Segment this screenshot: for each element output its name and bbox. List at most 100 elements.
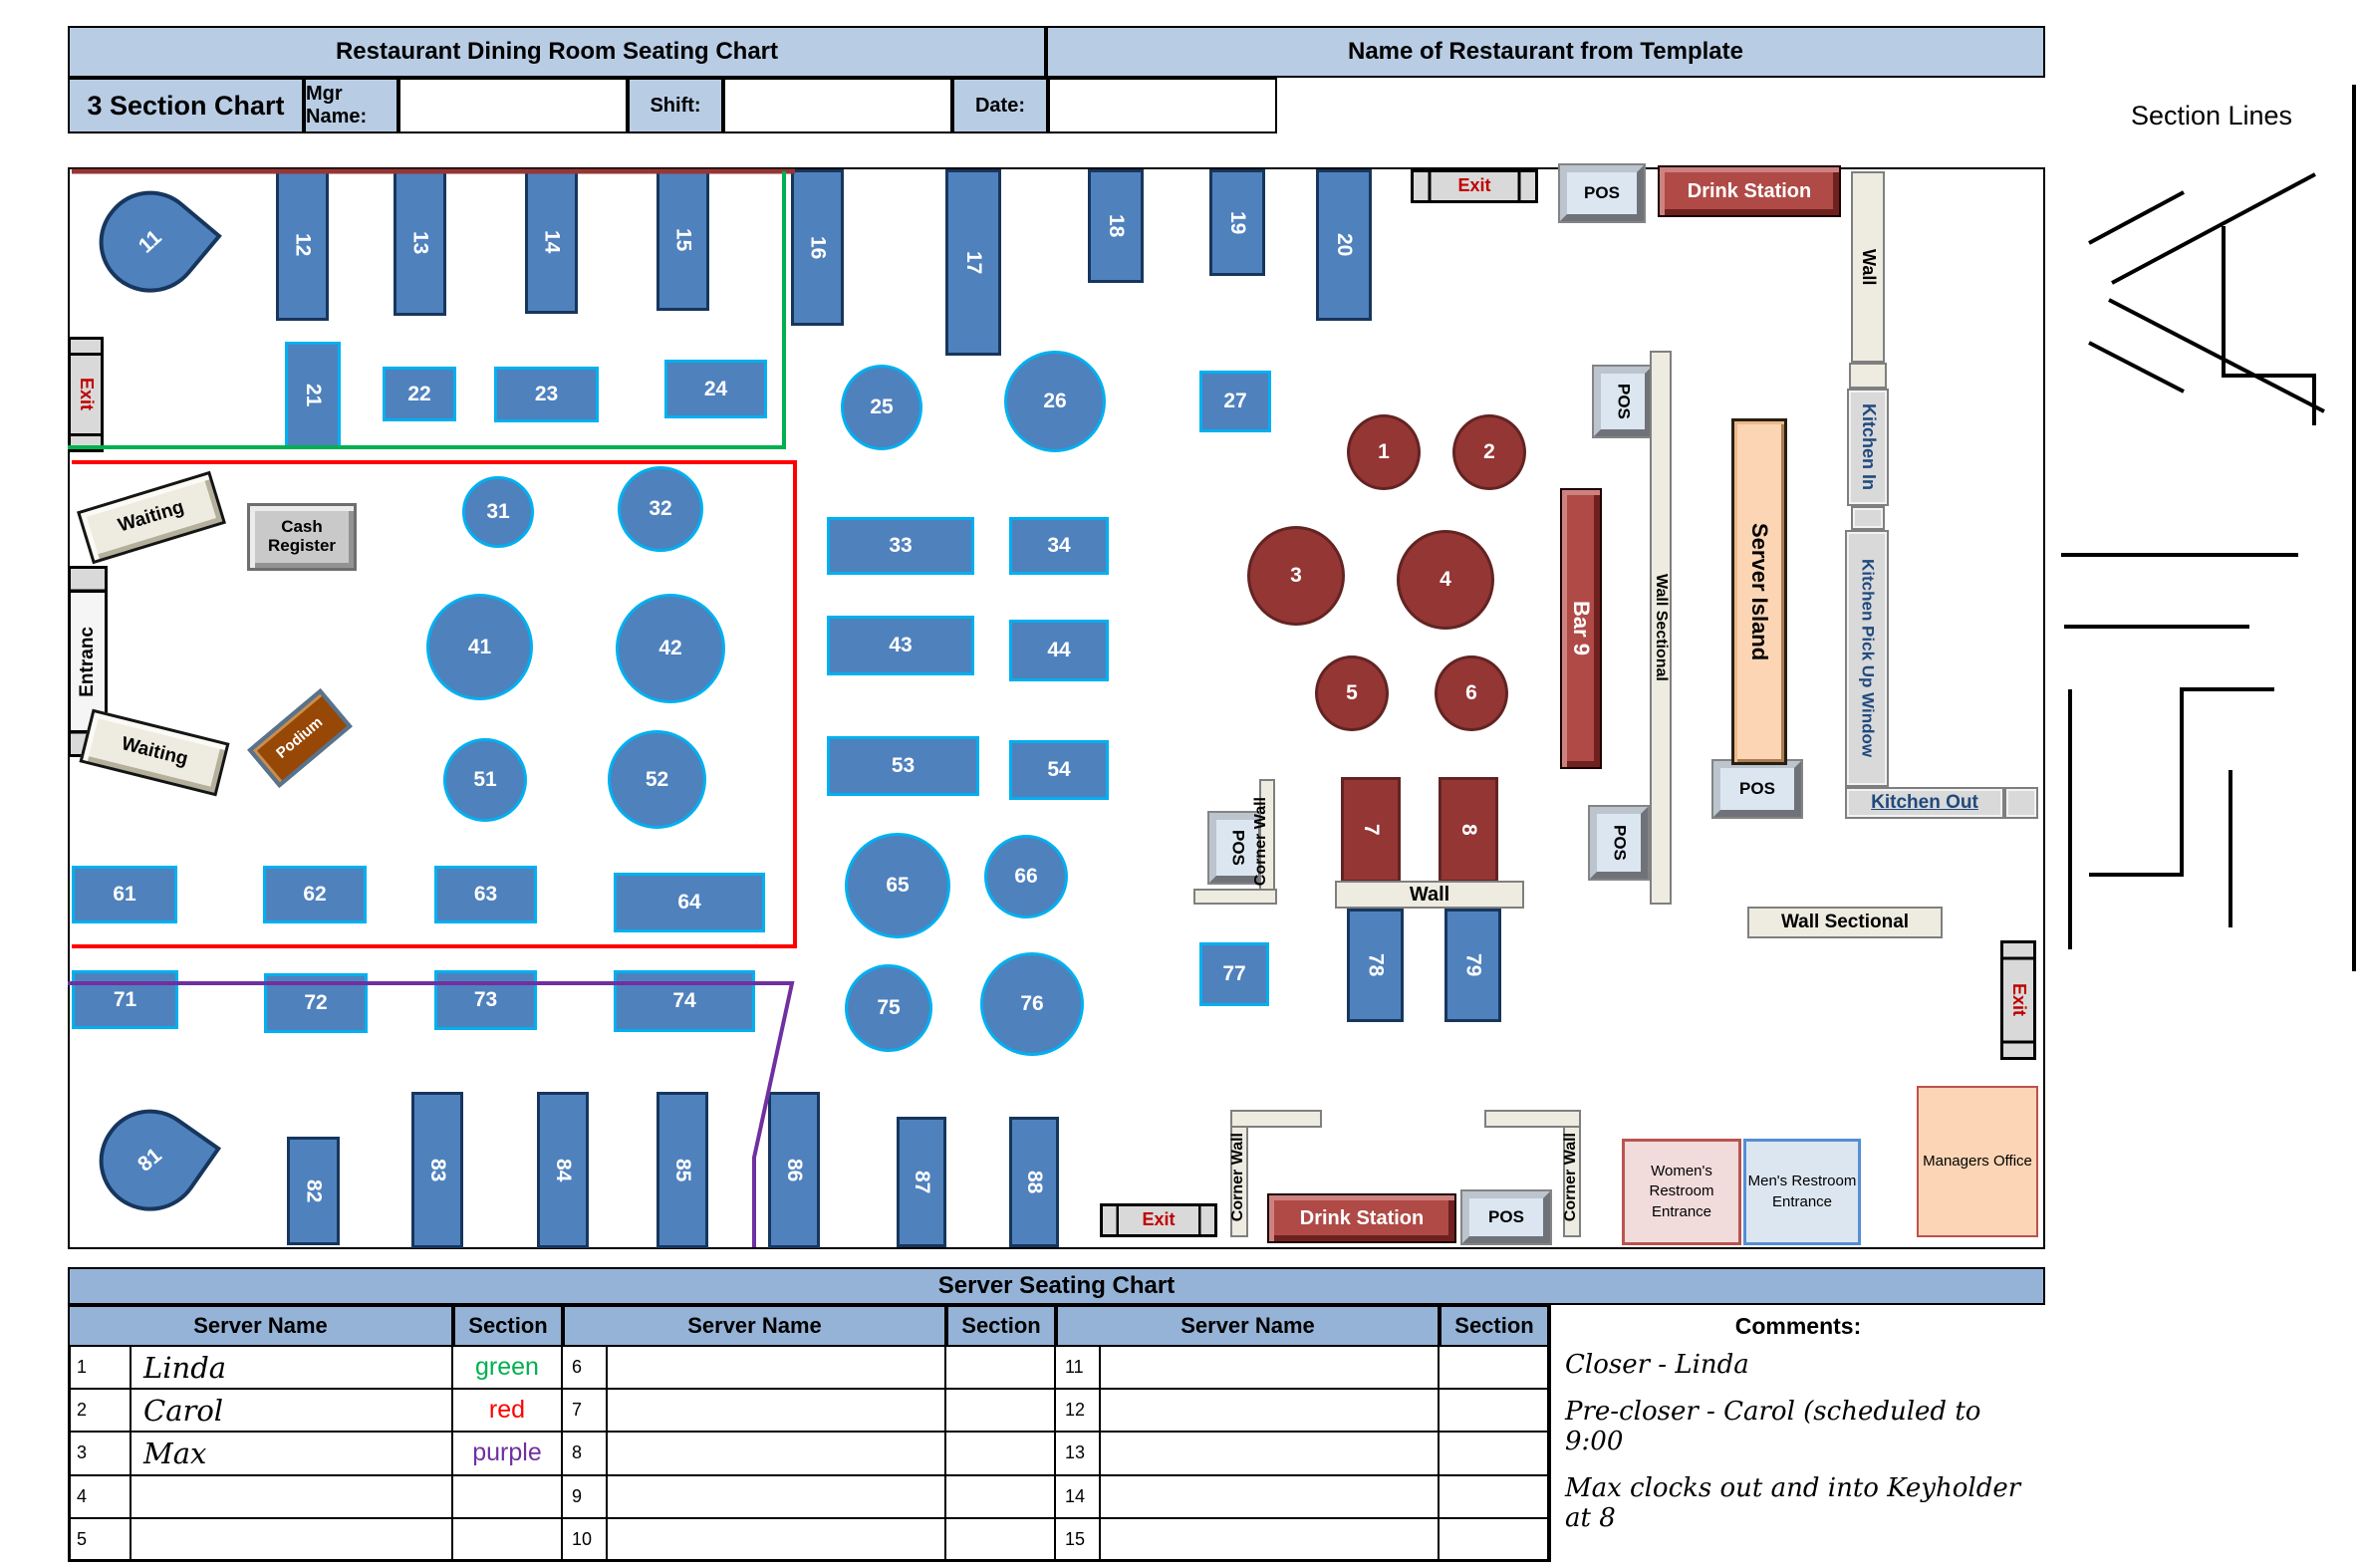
server-name-cell[interactable] xyxy=(1101,1475,1440,1517)
table-43[interactable]: 43 xyxy=(827,616,974,675)
server-name-cell[interactable]: Linda xyxy=(131,1347,453,1389)
section-cell[interactable] xyxy=(1440,1433,1549,1474)
table-18[interactable]: 18 xyxy=(1088,169,1144,283)
table-63[interactable]: 63 xyxy=(434,866,537,923)
exit-sign-top[interactable]: Exit xyxy=(1411,169,1538,203)
table-78[interactable]: 78 xyxy=(1347,909,1404,1022)
table-41[interactable]: 41 xyxy=(426,594,533,700)
section-cell[interactable] xyxy=(1440,1518,1549,1560)
drink-station-top[interactable]: Drink Station xyxy=(1658,165,1841,217)
pos-station-top[interactable]: POS xyxy=(1558,163,1646,223)
table-66[interactable]: 66 xyxy=(984,835,1068,918)
table-77[interactable]: 77 xyxy=(1199,942,1269,1006)
table-17[interactable]: 17 xyxy=(945,169,1001,356)
mens-restroom-entrance[interactable]: Men's Restroom Entrance xyxy=(1743,1139,1861,1245)
section-cell[interactable] xyxy=(1440,1390,1549,1432)
exit-sign-bottom[interactable]: Exit xyxy=(1100,1203,1217,1237)
section-cell[interactable] xyxy=(453,1475,563,1517)
table-24[interactable]: 24 xyxy=(664,360,767,418)
table-61[interactable]: 61 xyxy=(72,866,177,923)
table-86[interactable]: 86 xyxy=(768,1092,820,1248)
section-cell[interactable]: red xyxy=(453,1390,563,1432)
section-cell[interactable] xyxy=(946,1475,1056,1517)
table-13[interactable]: 13 xyxy=(393,169,446,316)
table-26[interactable]: 26 xyxy=(1004,351,1106,452)
table-8[interactable]: 8 xyxy=(1439,777,1498,883)
exit-sign-right[interactable]: Exit xyxy=(2000,940,2036,1060)
pos-station-upper-right[interactable]: POS xyxy=(1592,365,1654,438)
womens-restroom-entrance[interactable]: Women's Restroom Entrance xyxy=(1622,1139,1741,1245)
table-64[interactable]: 64 xyxy=(614,873,765,932)
server-name-cell[interactable] xyxy=(1101,1433,1440,1474)
table-82[interactable]: 82 xyxy=(287,1137,340,1245)
table-75[interactable]: 75 xyxy=(845,964,932,1052)
table-14[interactable]: 14 xyxy=(525,169,578,314)
section-cell[interactable] xyxy=(1440,1475,1549,1517)
table-5[interactable]: 5 xyxy=(1315,655,1389,731)
table-83[interactable]: 83 xyxy=(411,1092,463,1248)
table-15[interactable]: 15 xyxy=(656,169,709,311)
shift-input[interactable] xyxy=(723,78,952,133)
table-16[interactable]: 16 xyxy=(791,169,844,326)
mgr-name-input[interactable] xyxy=(398,78,628,133)
table-1[interactable]: 1 xyxy=(1347,414,1421,490)
table-51[interactable]: 51 xyxy=(443,738,527,822)
table-2[interactable]: 2 xyxy=(1452,414,1526,490)
table-27[interactable]: 27 xyxy=(1199,371,1271,432)
table-33[interactable]: 33 xyxy=(827,517,974,575)
exit-sign-left[interactable]: Exit xyxy=(68,337,104,452)
server-name-cell[interactable] xyxy=(608,1390,946,1432)
table-6[interactable]: 6 xyxy=(1435,655,1508,731)
section-cell[interactable] xyxy=(946,1390,1056,1432)
table-52[interactable]: 52 xyxy=(608,730,706,829)
server-name-cell[interactable]: Max xyxy=(131,1433,453,1474)
drink-station-bottom[interactable]: Drink Station xyxy=(1267,1193,1456,1243)
table-20[interactable]: 20 xyxy=(1316,169,1372,321)
pos-station-bottom[interactable]: POS xyxy=(1460,1189,1552,1245)
pos-station-island[interactable]: POS xyxy=(1711,759,1803,819)
managers-office[interactable]: Managers Office xyxy=(1917,1086,2038,1237)
section-cell[interactable]: purple xyxy=(453,1433,563,1474)
table-44[interactable]: 44 xyxy=(1009,620,1109,681)
server-name-cell[interactable] xyxy=(608,1518,946,1560)
table-31[interactable]: 31 xyxy=(462,476,534,548)
section-cell[interactable] xyxy=(946,1433,1056,1474)
section-cell[interactable]: green xyxy=(453,1347,563,1389)
table-42[interactable]: 42 xyxy=(616,594,725,703)
table-84[interactable]: 84 xyxy=(537,1092,589,1248)
table-79[interactable]: 79 xyxy=(1444,909,1501,1022)
table-7[interactable]: 7 xyxy=(1341,777,1401,883)
server-name-cell[interactable] xyxy=(131,1518,453,1560)
server-name-cell[interactable] xyxy=(1101,1347,1440,1389)
server-name-cell[interactable] xyxy=(1101,1390,1440,1432)
section-cell[interactable] xyxy=(1440,1347,1549,1389)
table-85[interactable]: 85 xyxy=(656,1092,708,1248)
date-input[interactable] xyxy=(1048,78,1277,133)
table-88[interactable]: 88 xyxy=(1009,1117,1059,1247)
pos-station-mid[interactable]: POS xyxy=(1207,811,1267,885)
server-name-cell[interactable] xyxy=(608,1433,946,1474)
section-cell[interactable] xyxy=(946,1518,1056,1560)
table-71[interactable]: 71 xyxy=(72,970,178,1029)
bar-9[interactable]: Bar 9 xyxy=(1560,488,1602,769)
table-87[interactable]: 87 xyxy=(897,1117,946,1247)
table-72[interactable]: 72 xyxy=(264,973,368,1033)
server-name-cell[interactable]: Carol xyxy=(131,1390,453,1432)
table-73[interactable]: 73 xyxy=(434,970,537,1030)
table-12[interactable]: 12 xyxy=(276,169,329,321)
table-21[interactable]: 21 xyxy=(285,342,341,449)
table-76[interactable]: 76 xyxy=(980,952,1084,1056)
table-19[interactable]: 19 xyxy=(1209,169,1265,276)
server-name-cell[interactable] xyxy=(608,1475,946,1517)
table-25[interactable]: 25 xyxy=(841,365,922,450)
table-34[interactable]: 34 xyxy=(1009,517,1109,575)
section-cell[interactable] xyxy=(453,1518,563,1560)
table-3[interactable]: 3 xyxy=(1247,526,1345,626)
table-65[interactable]: 65 xyxy=(845,833,950,938)
table-53[interactable]: 53 xyxy=(827,736,979,796)
table-23[interactable]: 23 xyxy=(494,367,599,422)
table-62[interactable]: 62 xyxy=(263,866,367,923)
server-island[interactable]: Server Island xyxy=(1731,418,1787,765)
pos-station-lower-right[interactable]: POS xyxy=(1588,805,1650,881)
section-cell[interactable] xyxy=(946,1347,1056,1389)
